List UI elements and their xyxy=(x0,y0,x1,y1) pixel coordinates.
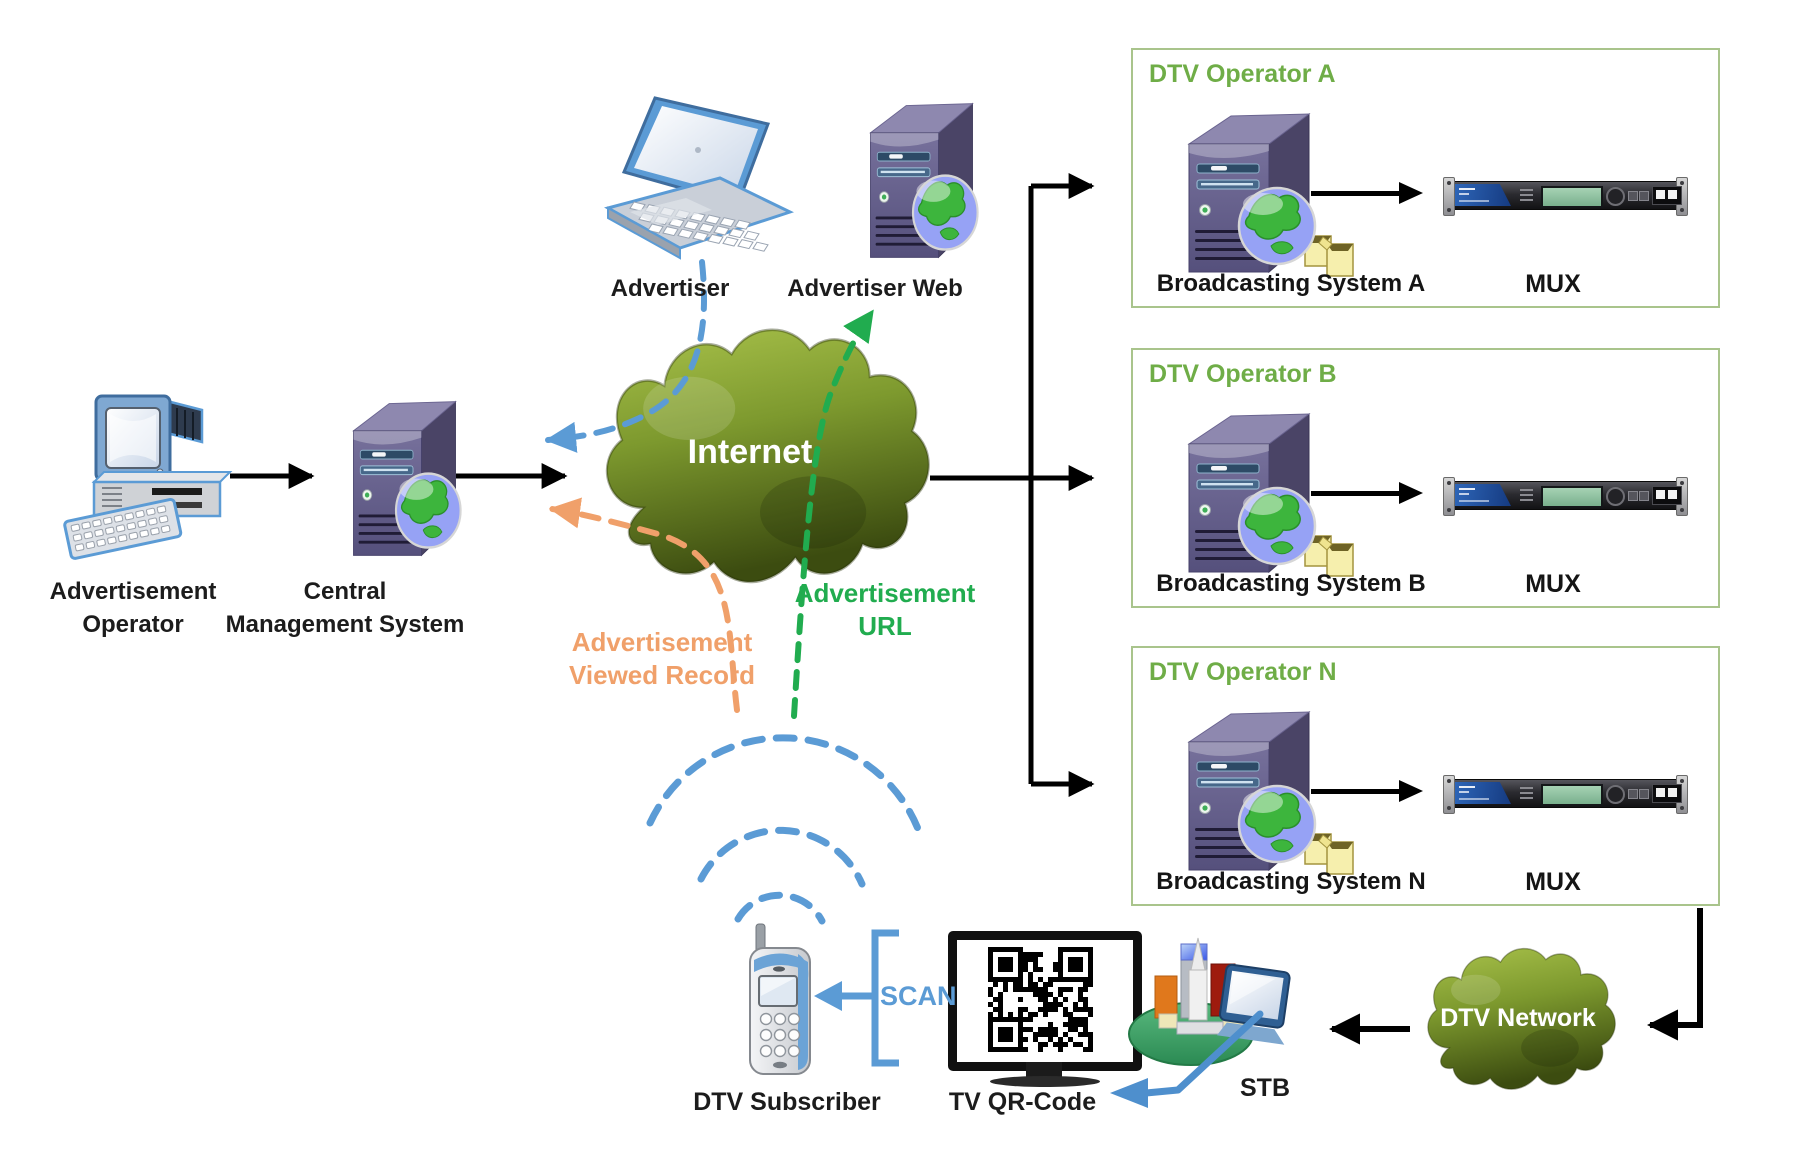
qr-code-icon xyxy=(988,947,1093,1052)
broadcasting-system-label: Broadcasting System A xyxy=(1156,270,1426,297)
broadcasting-server-icon xyxy=(1159,400,1359,585)
advertiser-web-label: Advertiser Web xyxy=(787,275,963,302)
operator-title: DTV Operator N xyxy=(1149,658,1337,686)
tv-stand-base xyxy=(990,1076,1100,1087)
advertiser-web-server-icon xyxy=(845,90,1015,270)
mux-device-icon xyxy=(1443,177,1688,216)
internet-label: Internet xyxy=(687,433,813,471)
mux-port xyxy=(1628,191,1638,201)
laptop-icon xyxy=(600,92,795,264)
central-management-server-icon xyxy=(328,388,498,568)
mux-brand-panel xyxy=(1455,782,1511,804)
mux-knob xyxy=(1606,487,1625,506)
operator-title: DTV Operator A xyxy=(1149,60,1336,88)
mux-lcd-display xyxy=(1541,186,1603,208)
server-to-mux-arrow xyxy=(1311,182,1423,204)
broadcasting-system-label: Broadcasting System B xyxy=(1156,570,1426,597)
mux-knob xyxy=(1606,785,1625,804)
mux-rack-ear xyxy=(1443,477,1455,516)
dtv-operator-box-a: DTV Operator A xyxy=(1131,48,1720,308)
server-to-mux-arrow xyxy=(1311,780,1423,802)
tv-icon xyxy=(948,931,1142,1071)
mux-port xyxy=(1628,491,1638,501)
broadcasting-server-icon xyxy=(1159,100,1359,285)
dtv-operator-box-b: DTV Operator B xyxy=(1131,348,1720,608)
tv-stand-neck xyxy=(1026,1062,1062,1078)
mux-ethernet-ports xyxy=(1652,486,1682,505)
mux-label: MUX xyxy=(1525,868,1581,896)
mux-ethernet-ports xyxy=(1652,784,1682,803)
mux-brand-panel xyxy=(1455,184,1511,206)
dtv-operator-box-n: DTV Operator N xyxy=(1131,646,1720,906)
advertiser-label: Advertiser xyxy=(610,275,730,302)
operator-title: DTV Operator B xyxy=(1149,360,1337,388)
mux-rack-ear xyxy=(1443,177,1455,216)
scan-label: SCAN xyxy=(880,981,957,1011)
stb-label: STB xyxy=(1240,1074,1290,1102)
broadcasting-server-icon xyxy=(1159,698,1359,883)
mux-ethernet-ports xyxy=(1652,186,1682,205)
desktop-computer-icon xyxy=(60,382,240,567)
stb-icon xyxy=(1125,928,1305,1080)
mux-device-icon xyxy=(1443,477,1688,516)
dtv-network-label: DTV Network xyxy=(1440,1004,1596,1032)
mux-device-icon xyxy=(1443,775,1688,814)
mux-port xyxy=(1628,789,1638,799)
mux-port xyxy=(1639,191,1649,201)
mux-port xyxy=(1639,789,1649,799)
tv-qr-code-label: TV QR-Code xyxy=(948,1088,1097,1116)
broadcasting-system-label: Broadcasting System N xyxy=(1156,868,1426,895)
wifi-arcs-icon xyxy=(646,734,925,925)
mobile-phone-icon xyxy=(742,922,822,1082)
mux-rack-ear xyxy=(1443,775,1455,814)
mux-lcd-display xyxy=(1541,486,1603,508)
mux-brand-panel xyxy=(1455,484,1511,506)
server-to-mux-arrow xyxy=(1311,482,1423,504)
mux-lcd-display xyxy=(1541,784,1603,806)
arrow-operators-to-dtv-network xyxy=(1646,908,1703,1041)
mux-port xyxy=(1639,491,1649,501)
mux-knob xyxy=(1606,187,1625,206)
mux-label: MUX xyxy=(1525,270,1581,298)
dtv-subscriber-label: DTV Subscriber xyxy=(693,1088,881,1116)
flow-advertisement-url-dashed xyxy=(791,309,875,719)
mux-label: MUX xyxy=(1525,570,1581,598)
